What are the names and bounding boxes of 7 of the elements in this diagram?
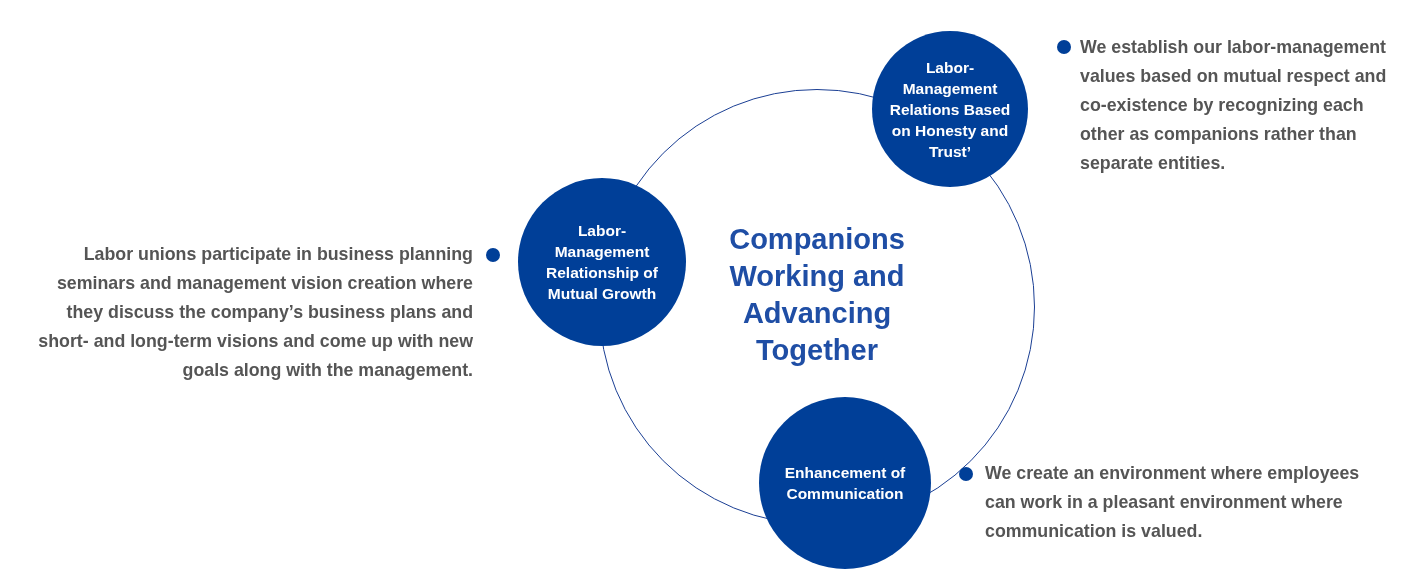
center-title: Companions Working and Advancing Together [728,221,906,368]
description-text: We create an environment where employees can work in a pleasant environment where communication is valued. [985,462,1361,543]
topic-label: Labor-Management Relationship of Mutual Growth [545,221,659,304]
topic-label: Labor-Management Relations Based on Honesty and Trust’ [888,57,1012,162]
description-text: We establish our labor-management values based on mutual respect and co-existence by recognizing each other as companions rather than separate entities. [1080,36,1388,175]
topic-label: Enhancement of Communication [783,463,907,504]
description-text: Labor unions participate in business planning seminars and management vision creation where they discuss the company’s business plans and short- and long-term visions and come up with new goals along with the management. [37,243,473,382]
